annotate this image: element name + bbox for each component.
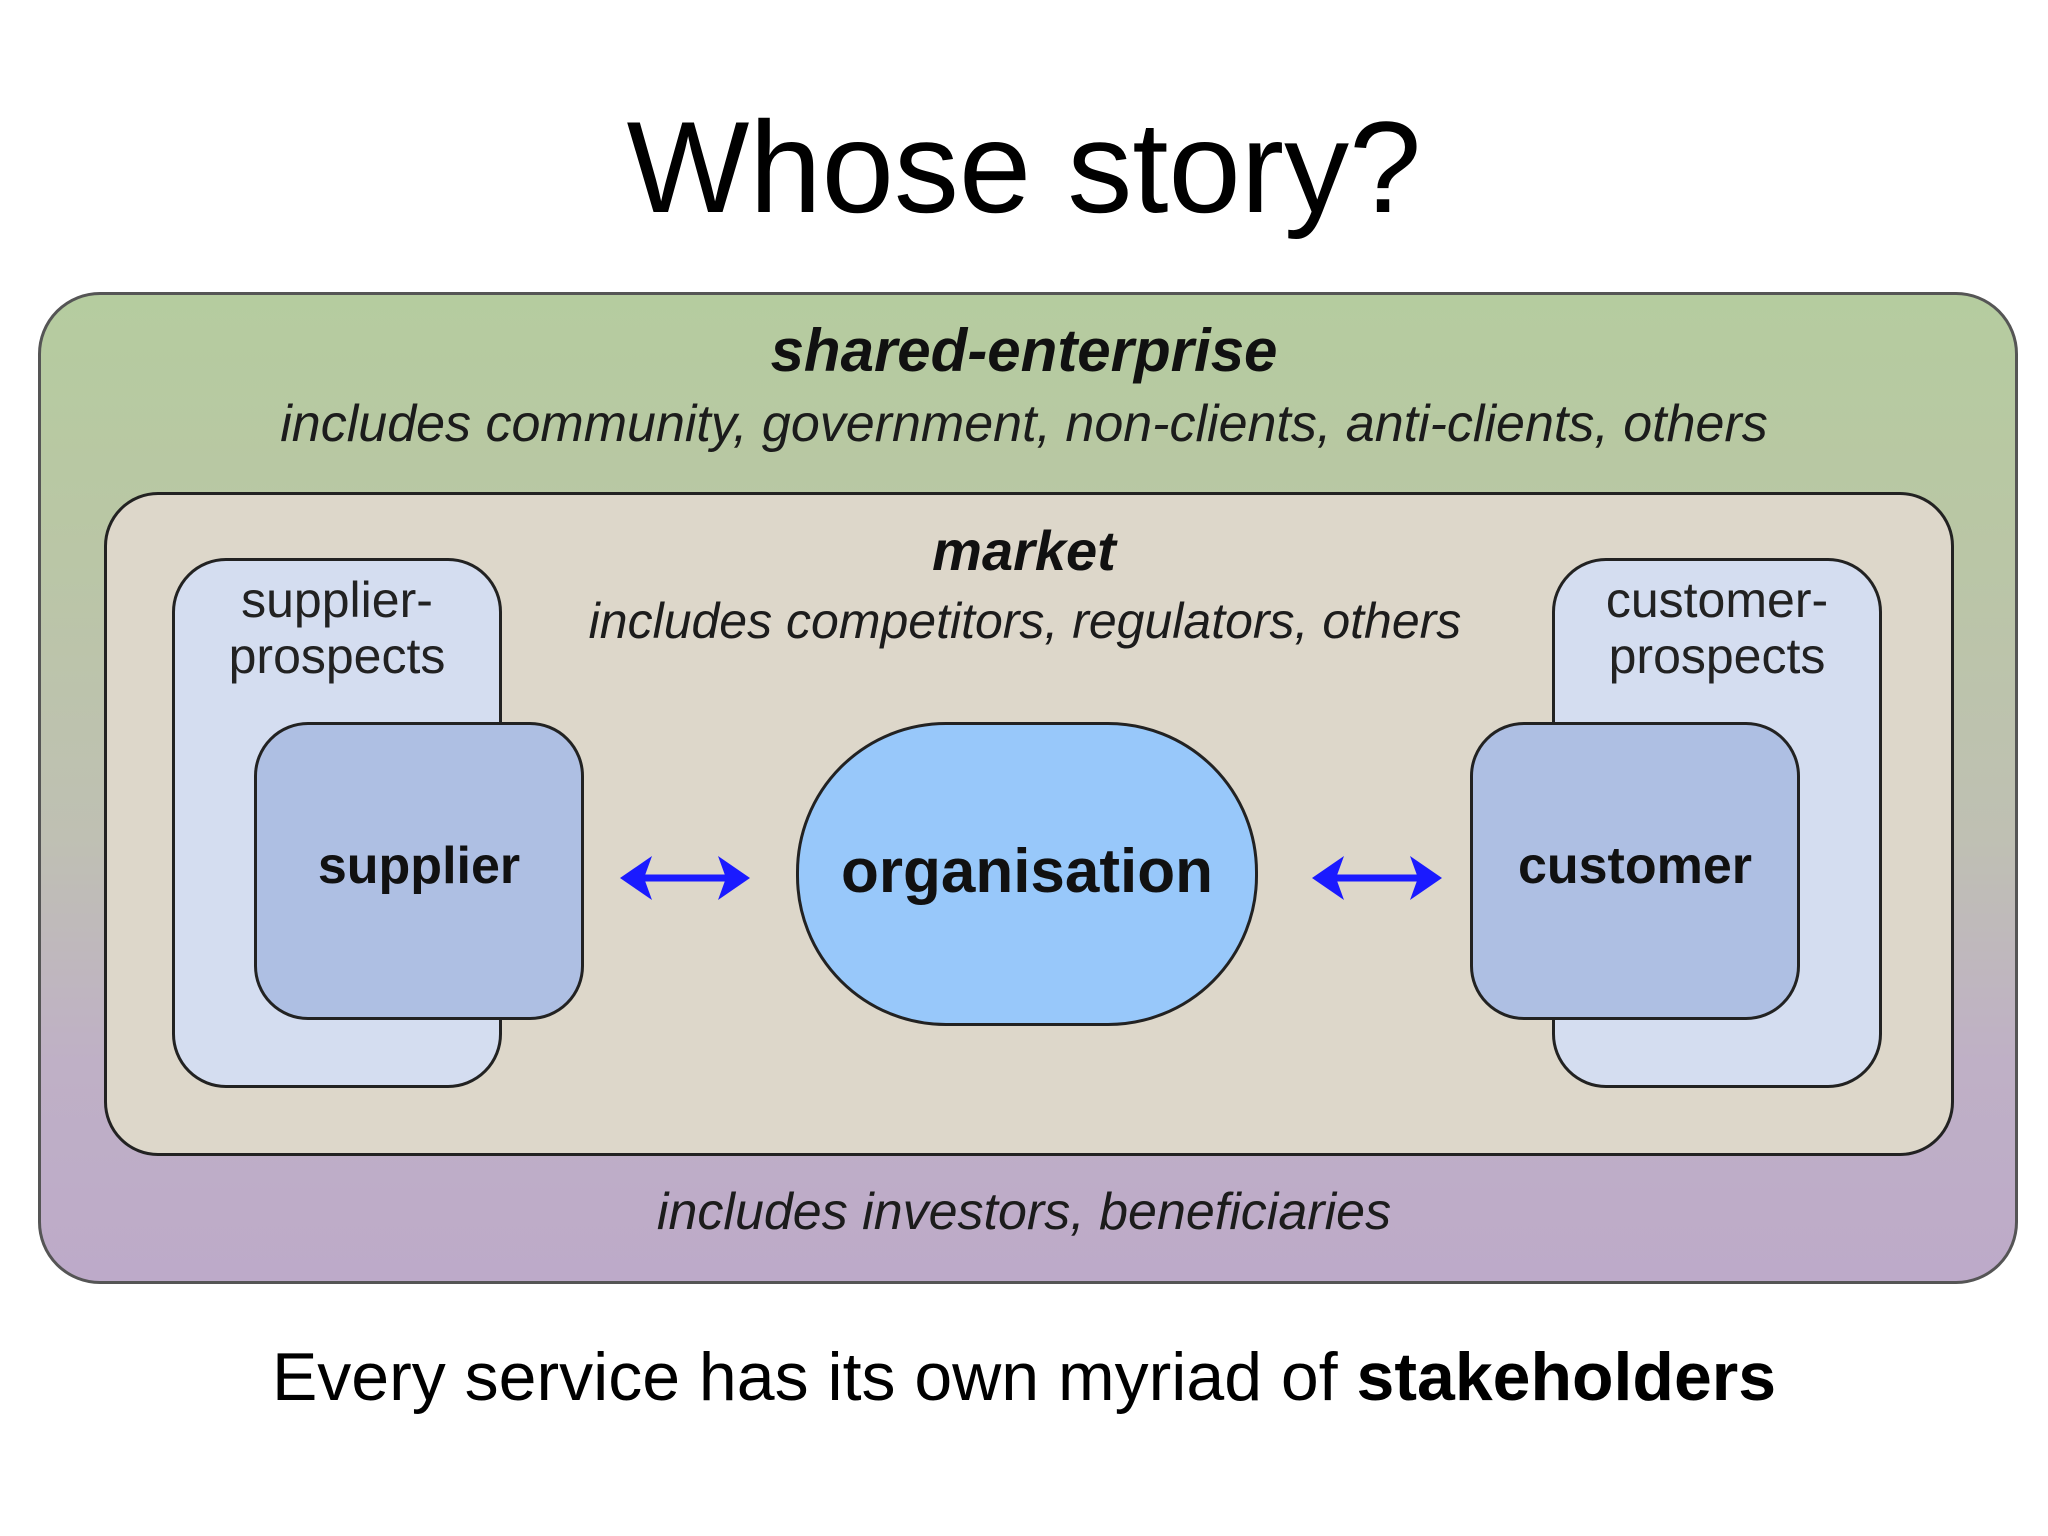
- customer-prospects-label: customer- prospects: [1552, 572, 1882, 684]
- customer-label: customer: [1517, 837, 1753, 895]
- supplier-prospects-line2: prospects: [228, 628, 446, 684]
- market-includes: includes competitors, regulators, others: [588, 593, 1462, 649]
- supplier-label: supplier: [317, 837, 521, 895]
- shared-enterprise-includes-top: includes community, government, non-clie…: [280, 395, 1768, 453]
- customer-prospects-line2: prospects: [1608, 628, 1826, 684]
- customer-prospects-line1: customer-: [1605, 572, 1829, 628]
- slide-caption: Every service has its own myriad of stak…: [0, 1338, 2048, 1416]
- organisation-box: [796, 722, 1258, 1026]
- market-title: market: [932, 519, 1116, 582]
- organisation-label: organisation: [840, 837, 1214, 906]
- caption-emphasis: stakeholders: [1356, 1339, 1777, 1415]
- customer-box: [1470, 722, 1800, 1020]
- organisation-customer-arrow: [1312, 856, 1442, 900]
- supplier-prospects-line1: supplier-: [241, 572, 433, 628]
- supplier-prospects-label: supplier- prospects: [172, 572, 502, 684]
- supplier-box: [254, 722, 584, 1020]
- slide-title: Whose story?: [626, 94, 1422, 240]
- shared-enterprise-includes-bottom: includes investors, beneficiaries: [656, 1183, 1392, 1241]
- supplier-organisation-arrow: [620, 856, 750, 900]
- caption-text: Every service has its own myriad of: [271, 1339, 1357, 1415]
- shared-enterprise-title: shared-enterprise: [770, 317, 1278, 384]
